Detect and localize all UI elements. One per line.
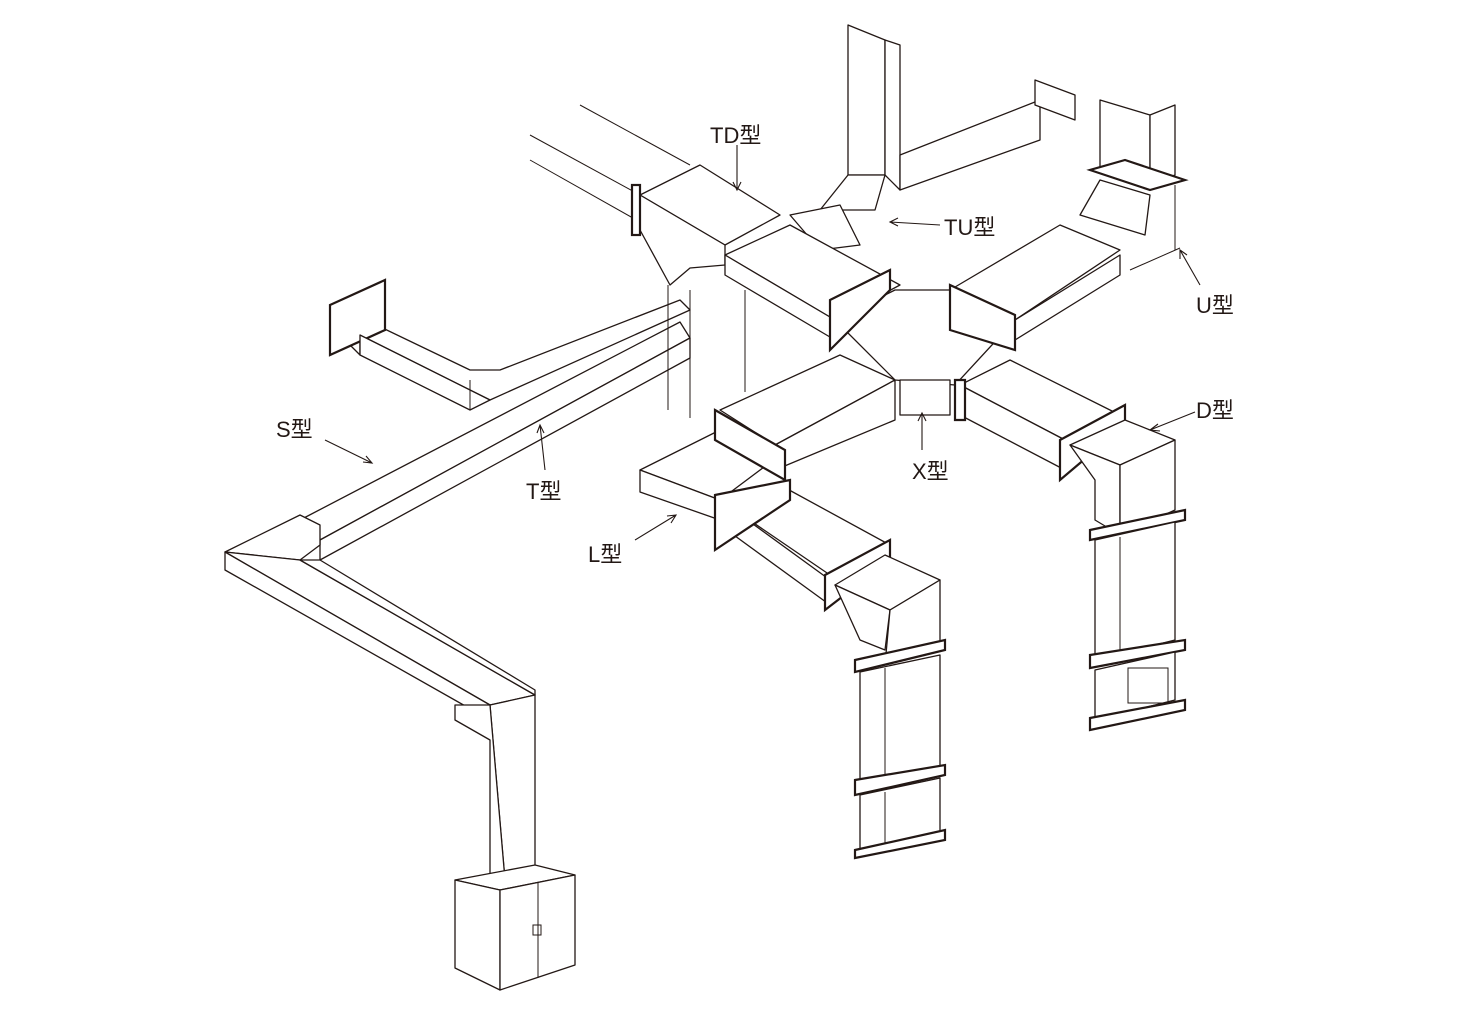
label-t-type: T型 — [526, 479, 562, 504]
l-arrow — [634, 514, 678, 541]
left-vertical-duct — [454, 694, 576, 991]
tu-arrow — [888, 217, 941, 227]
support-columns — [667, 285, 746, 418]
t-type-duct — [299, 278, 691, 561]
s-type-duct — [224, 514, 536, 721]
label-tu-type: TU型 — [944, 215, 996, 240]
l-vertical-duct — [834, 554, 947, 860]
label-x-type: X型 — [912, 459, 949, 484]
t-arrow — [536, 423, 546, 471]
td-arrow — [732, 145, 742, 192]
label-d-type: D型 — [1196, 398, 1234, 423]
label-s-type: S型 — [276, 417, 313, 442]
label-l-type: L型 — [588, 542, 623, 567]
upper-left-ceiling-duct — [529, 104, 781, 286]
x-type-junction — [724, 224, 1121, 416]
label-td-type: TD型 — [710, 123, 762, 148]
d-type-duct — [953, 359, 1187, 732]
u-arrow — [1179, 248, 1201, 286]
upper-vertical-duct-tu — [789, 24, 1076, 251]
x-arrow — [917, 411, 927, 450]
upper-right-vertical-duct-u — [1079, 99, 1189, 271]
leader-arrows — [324, 145, 1201, 541]
d-arrow — [1148, 411, 1196, 432]
label-u-type: U型 — [1196, 293, 1234, 318]
s-arrow — [324, 439, 374, 464]
